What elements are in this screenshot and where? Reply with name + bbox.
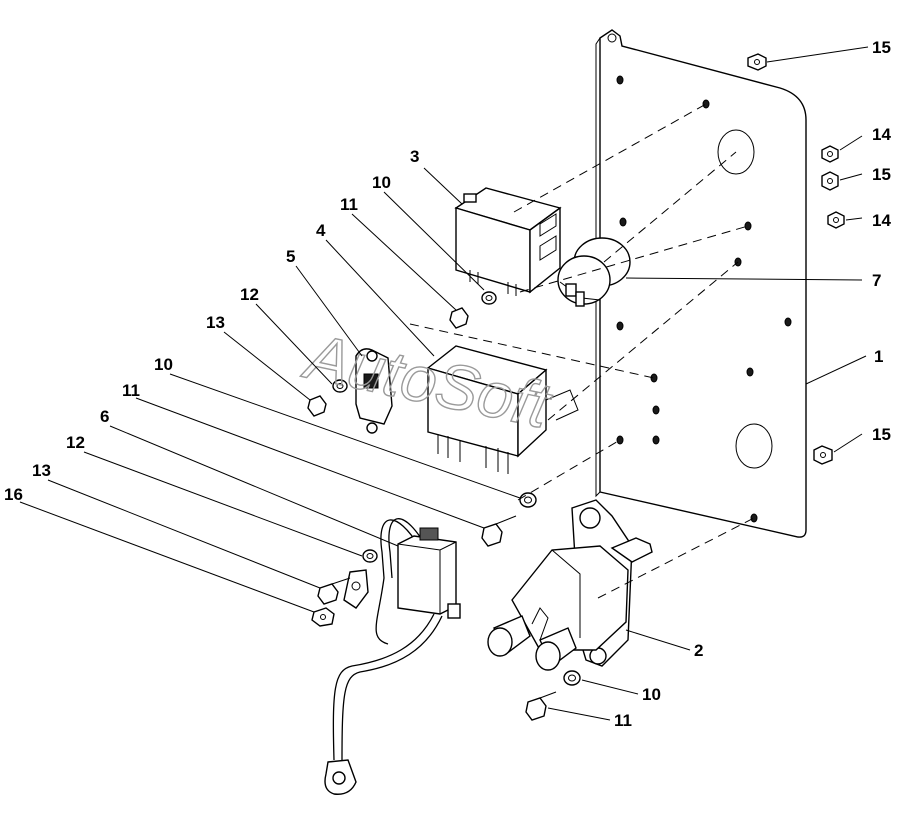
callout-15: 15 [872, 38, 891, 57]
nut-15-bottom [813, 445, 833, 465]
washer-10-relay4 [519, 492, 537, 508]
mounting-plate [595, 29, 807, 538]
callout-2: 2 [694, 641, 703, 660]
callout-16: 16 [4, 485, 23, 504]
bolt-11-relay3 [449, 307, 469, 329]
callout-15: 15 [872, 425, 891, 444]
callout-12: 12 [240, 285, 259, 304]
bolt-13-device6 [317, 577, 351, 605]
callout-13: 13 [32, 461, 51, 480]
callout-11: 11 [340, 195, 358, 214]
nut-15-middle [821, 171, 839, 191]
callout-12: 12 [66, 433, 85, 452]
watermark: AutoSoft [297, 319, 558, 442]
callout-6: 6 [100, 407, 109, 426]
nut-16-device6 [311, 607, 335, 627]
callout-3: 3 [410, 147, 419, 166]
nut-14-lower [827, 211, 845, 229]
washer-10-relay3 [481, 291, 497, 305]
relay-4 [426, 345, 579, 474]
assembly-lines [409, 103, 755, 599]
callout-10: 10 [642, 685, 661, 704]
leader-lines [19, 46, 869, 721]
callout-10: 10 [372, 173, 391, 192]
callout-10: 10 [154, 355, 173, 374]
callout-15: 15 [872, 165, 891, 184]
relay-3 [454, 187, 562, 296]
callout-11: 11 [122, 381, 140, 400]
solenoid-2 [487, 499, 653, 671]
round-switch-7 [557, 237, 631, 307]
bolt-11-relay4 [481, 515, 517, 547]
callout-7: 7 [872, 271, 881, 290]
callout-14: 14 [872, 125, 891, 144]
callout-13: 13 [206, 313, 225, 332]
callout-labels: 15 14 15 14 7 1 15 2 10 11 3 10 11 4 5 1… [4, 38, 891, 730]
nut-14-upper [821, 145, 839, 163]
callout-5: 5 [286, 247, 295, 266]
washer-12-bracket [332, 379, 348, 393]
bolt-13-bracket [307, 395, 327, 417]
callout-4: 4 [316, 221, 326, 240]
washer-12-device6 [362, 549, 378, 563]
callout-1: 1 [874, 347, 883, 366]
callout-11: 11 [614, 711, 632, 730]
callout-14: 14 [872, 211, 891, 230]
nut-15-top [747, 53, 767, 71]
washer-10-solenoid [563, 670, 581, 686]
device-6-with-cable [324, 518, 461, 795]
bracket-5 [355, 348, 393, 434]
bolt-11-solenoid [525, 691, 557, 721]
